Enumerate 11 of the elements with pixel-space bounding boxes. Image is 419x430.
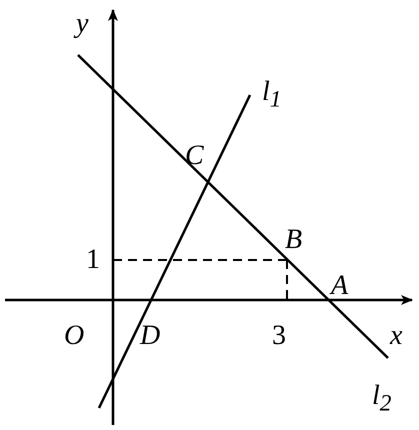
- tick-label: 1: [86, 246, 100, 274]
- line-label: l$_{1}$: [262, 78, 282, 112]
- axis-label: y: [76, 10, 88, 38]
- axis-label: x: [390, 322, 402, 350]
- point-label: C: [185, 142, 204, 170]
- point-label: A: [331, 272, 348, 300]
- tick-label: 3: [272, 322, 286, 350]
- line-label: l$_{2}$: [372, 382, 392, 416]
- point-label: B: [285, 226, 302, 254]
- point-label: D: [140, 322, 160, 350]
- origin-label: O: [64, 322, 84, 350]
